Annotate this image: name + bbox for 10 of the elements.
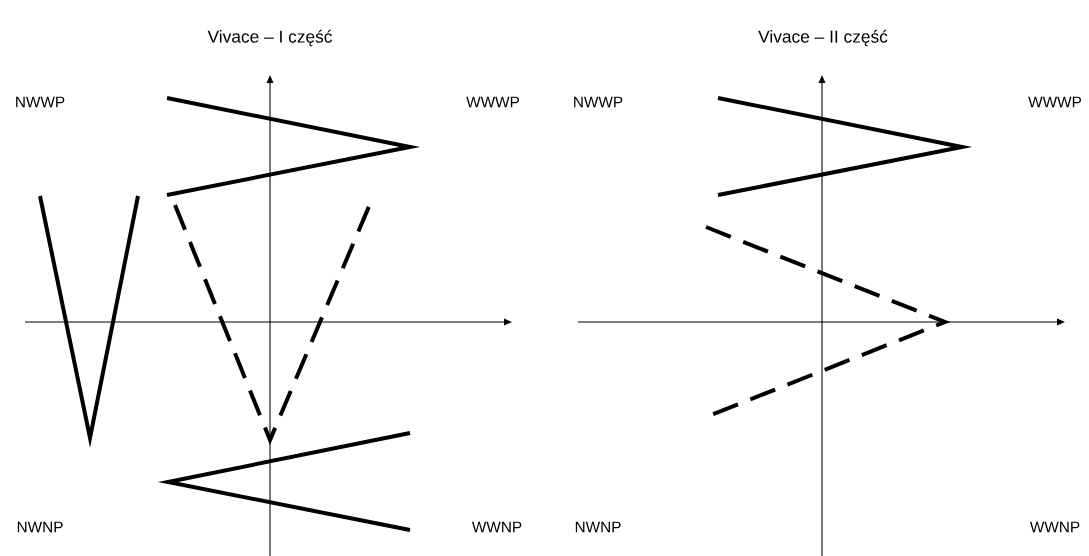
quadrant-label: WWWP xyxy=(466,96,519,108)
panel-title: Vivace – II część xyxy=(758,29,888,47)
quadrant-label: WWNP xyxy=(1029,521,1080,533)
quadrant-label: NWWP xyxy=(16,96,65,108)
panel-title: Vivace – I część xyxy=(207,29,332,47)
quadrant-label: NWWP xyxy=(574,96,623,108)
quadrant-label: NWNP xyxy=(17,521,63,533)
quadrant-label: WWNP xyxy=(471,521,522,533)
quadrant-label: WWWP xyxy=(1028,96,1081,108)
quadrant-label: NWNP xyxy=(575,521,621,533)
